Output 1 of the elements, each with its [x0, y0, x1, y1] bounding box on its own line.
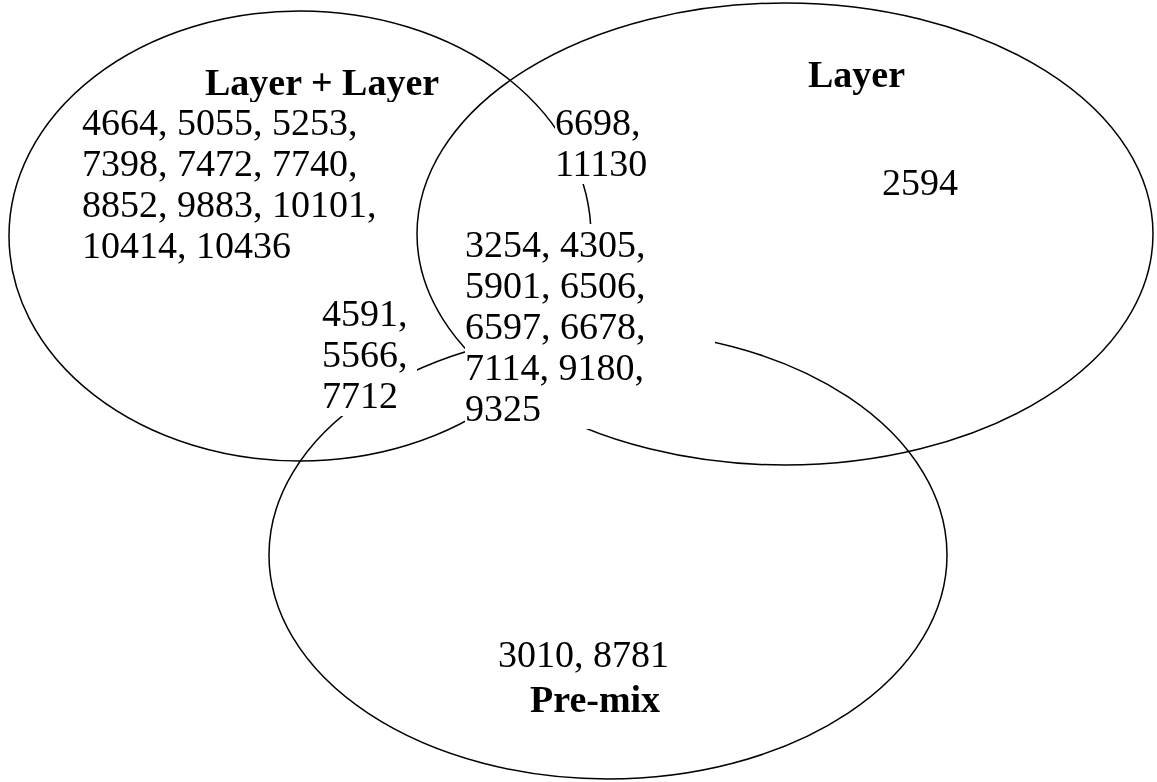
- overlap-members: 3254, 4305, 5901, 6506, 6597, 6678, 7114, 9180, 9325: [465, 224, 715, 429]
